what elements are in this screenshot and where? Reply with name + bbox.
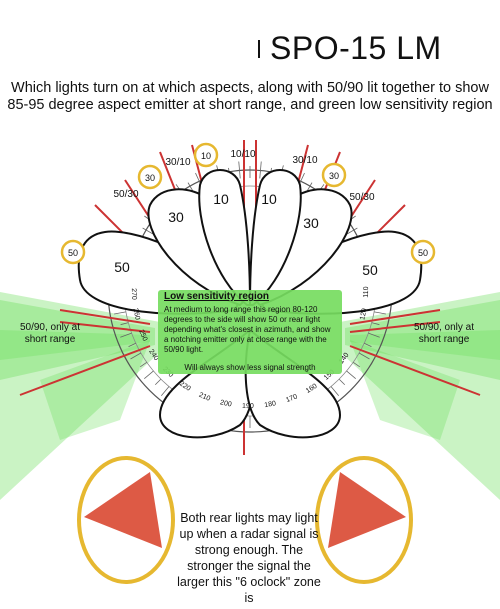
compass-tick (259, 161, 262, 179)
indicator-circle-10 (193, 142, 219, 168)
compass-tick (358, 352, 370, 360)
compass-tick (142, 227, 154, 235)
side-note-left: 50/90, only at short range (19, 322, 81, 345)
lobe-label-center-left: 10 (213, 191, 229, 207)
compass-degree-label: 250 (137, 329, 148, 343)
combo-label-30-10-right: 30/10 (292, 155, 317, 166)
page-title: SPO-15 LM (270, 30, 442, 66)
compass-tick (120, 332, 132, 338)
compass-degree-label: 170 (285, 393, 299, 404)
compass-tick (371, 322, 380, 326)
compass-tick (374, 311, 386, 315)
compass-tick (160, 386, 170, 396)
combo-label-10-10: 10/10 (230, 149, 255, 160)
compass-tick (238, 161, 241, 179)
low-sensitivity-box: Low sensitivity region At medium to long… (158, 290, 342, 374)
lobe-center-left (198, 169, 252, 306)
circle-label-30-right: 30 (329, 171, 339, 181)
lobe-label-outer-right: 50 (362, 262, 378, 278)
indicator-circle-50-right (410, 239, 436, 265)
circle-label-10: 10 (201, 151, 211, 161)
compass-tick (144, 370, 154, 380)
rear-lights-note: Both rear lights may light up when a rad… (177, 511, 321, 605)
page-subtitle: Which lights turn on at which aspects, a… (7, 80, 493, 113)
compass-tick (338, 378, 346, 386)
compass-degree-label: 270 (130, 288, 137, 300)
circle-label-30-left: 30 (145, 173, 155, 183)
compass-tick (154, 378, 162, 386)
compass-degree-label: 260 (131, 308, 140, 321)
compass-tick (114, 311, 126, 315)
side-note-right: 50/90, only at short range (413, 322, 475, 345)
compass-tick (346, 370, 356, 380)
circle-label-50-right: 50 (418, 248, 428, 258)
lobe-center-right (248, 169, 302, 306)
lobe-label-mid-left: 30 (168, 209, 184, 225)
compass-degree-label: 110 (363, 286, 370, 297)
green-zone-left (0, 292, 160, 500)
compass-degree-label: 120 (359, 308, 368, 321)
indicator-circle-50-left (60, 239, 86, 265)
low-sensitivity-body: At medium to long range this region 80-1… (164, 305, 331, 354)
compass-tick (346, 227, 358, 235)
compass-degree-label: 210 (198, 392, 212, 403)
circle-label-50-left: 50 (68, 248, 78, 258)
compass-tick (120, 322, 129, 326)
low-sensitivity-title: Low sensitivity region (164, 291, 270, 302)
compass-tick (364, 342, 372, 347)
indicator-circle-30-left (137, 164, 163, 190)
rear-left-indicator (77, 456, 175, 584)
green-zone-right (340, 292, 500, 500)
compass-tick (140, 361, 148, 368)
combo-label-30-10-left: 30/10 (165, 157, 190, 168)
compass-tick (128, 342, 136, 347)
indicator-circle-30-right (321, 162, 347, 188)
combo-label-50-30-left: 50/30 (113, 189, 138, 200)
compass-tick (330, 386, 340, 396)
compass-tick (130, 352, 142, 360)
compass-tick (352, 361, 360, 368)
low-sensitivity-footer: Will always show less signal strength (184, 363, 316, 372)
lobe-label-mid-right: 30 (303, 215, 319, 231)
combo-label-50-30-right: 50/30 (349, 192, 374, 203)
compass-tick (368, 332, 380, 338)
lobe-label-center-right: 10 (261, 191, 277, 207)
compass-degree-label: 200 (219, 399, 232, 408)
lobe-label-outer-left: 50 (114, 259, 130, 275)
rear-right-indicator (315, 456, 413, 584)
title-tick-mark (258, 40, 260, 58)
compass-degree-label: 190 (242, 403, 254, 410)
compass-degree-label: 180 (264, 400, 277, 409)
